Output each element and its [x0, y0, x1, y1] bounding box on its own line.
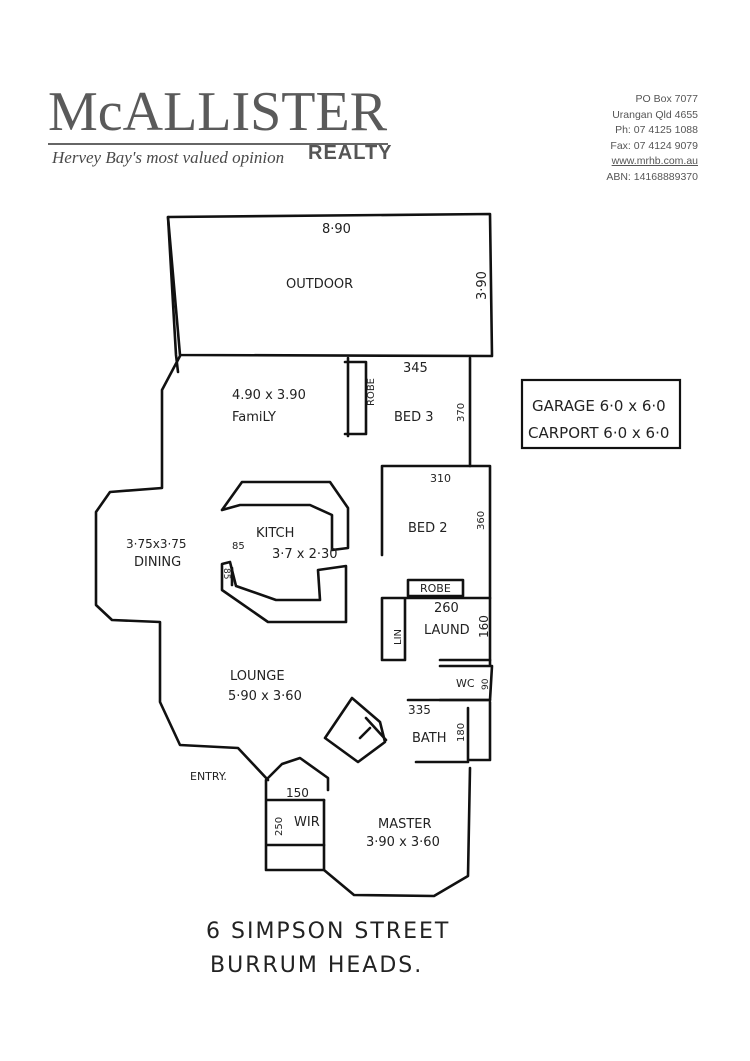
kitchen-label: KITCH: [256, 526, 294, 541]
house-outer-wall: [94, 354, 270, 782]
carport-label: CARPORT 6·0 x 6·0: [528, 424, 669, 442]
laundry-walls: [380, 596, 492, 662]
dining-size-label: 3·75x3·75: [126, 537, 187, 551]
logo-tagline: Hervey Bay's most valued opinion: [52, 148, 285, 167]
family-size-label: 4.90 x 3.90: [232, 388, 306, 403]
contact-address: Urangan Qld 4655: [612, 108, 698, 121]
bath-label: BATH: [412, 731, 447, 746]
laundry-width-label: 260: [434, 601, 459, 616]
wc-label: WC: [456, 677, 475, 690]
company-logo: McALLISTER Hervey Bay's most valued opin…: [48, 84, 393, 172]
garage-label: GARAGE 6·0 x 6·0: [532, 397, 666, 415]
laundry-label: LAUND: [424, 623, 470, 638]
entry-stair: [323, 696, 388, 764]
outdoor-label: OUTDOOR: [286, 277, 353, 292]
outdoor-left-wall: [166, 215, 180, 374]
logo-divider: [48, 143, 388, 145]
robe-bed3-label: ROBE: [366, 378, 377, 406]
family-label: FamiLY: [232, 410, 276, 425]
bed3-depth-label: 370: [456, 403, 467, 422]
address-line-1: 6 SIMPSON STREET: [206, 919, 450, 944]
lounge-size-label: 5·90 x 3·60: [228, 689, 302, 704]
bed3-walls: [346, 356, 472, 468]
outdoor-outline: [166, 212, 494, 358]
bed2-depth-label: 360: [476, 511, 487, 530]
lounge-label: LOUNGE: [230, 669, 285, 684]
contact-details: PO Box 7077 Urangan Qld 4655 Ph: 07 4125…: [606, 92, 698, 185]
wir-depth-label: 250: [274, 817, 285, 836]
logo-wordmark: McALLISTER: [48, 81, 388, 143]
kitchen-upper-bench: [220, 480, 350, 552]
kitchen-bench-label-2: 85: [221, 568, 231, 579]
outdoor-depth-label: 3·90: [475, 271, 490, 300]
wir-width-label: 150: [286, 786, 309, 800]
wir-walls: [264, 756, 330, 872]
wc-size-label: 90: [481, 678, 491, 690]
address-line-2: BURRUM HEADS.: [210, 953, 423, 978]
entry-label: ENTRY.: [190, 770, 227, 783]
kitchen-bench-label: 85: [232, 541, 245, 552]
contact-po-box: PO Box 7077: [635, 93, 698, 105]
robe-bed2: [406, 578, 465, 598]
master-label: MASTER: [378, 817, 432, 832]
contact-phone: Ph: 07 4125 1088: [615, 124, 698, 136]
bath-width-label: 335: [408, 703, 431, 717]
master-walls: [322, 766, 472, 898]
wir-label: WIR: [294, 815, 320, 830]
bed2-width-label: 310: [430, 472, 451, 485]
contact-website-link[interactable]: www.mrhb.com.au: [611, 155, 698, 167]
dining-label: DINING: [134, 555, 181, 570]
logo-realty-text: REALTY: [308, 142, 393, 164]
robe-bed2-label: ROBE: [420, 582, 451, 595]
bed3-label: BED 3: [394, 410, 434, 425]
laundry-depth-label: 160: [477, 615, 491, 638]
bed2-label: BED 2: [408, 521, 448, 536]
robe-bed3: [343, 360, 368, 436]
bath-depth-label: 180: [456, 723, 467, 742]
kitchen-size-label: 3·7 x 2·30: [272, 547, 338, 562]
contact-fax: Fax: 07 4124 9079: [610, 139, 698, 152]
bed3-width-label: 345: [403, 361, 428, 376]
linen-label: LIN: [393, 629, 404, 645]
garage-box: [520, 378, 682, 450]
bath-walls: [406, 698, 492, 764]
outdoor-width-label: 8·90: [322, 222, 351, 237]
master-size-label: 3·90 x 3·60: [366, 835, 440, 850]
contact-abn: ABN: 14168889370: [606, 170, 698, 183]
kitchen-lower-bench: [220, 560, 348, 624]
